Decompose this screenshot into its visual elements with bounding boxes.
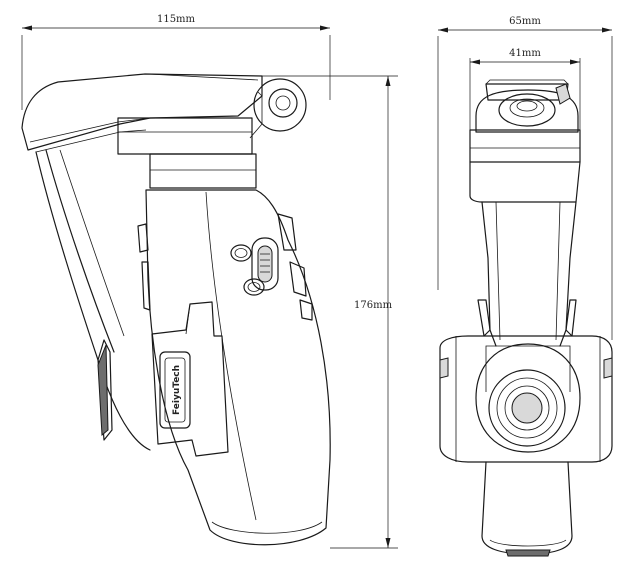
front-handle — [481, 461, 573, 555]
front-body — [439, 335, 613, 463]
side-handle — [145, 189, 331, 546]
side-dimension-width: 115mm — [21, 14, 331, 110]
front-bottom-motor — [488, 369, 566, 447]
side-top-arm — [21, 73, 263, 151]
front-arm — [481, 201, 577, 347]
front-view — [439, 79, 613, 557]
side-button-top — [230, 244, 252, 262]
dim-front-inner-width-label: 41mm — [509, 48, 541, 59]
front-top-lens — [498, 93, 556, 127]
side-button-bottom — [243, 278, 265, 296]
side-curved-arm — [35, 151, 151, 451]
front-dimension-inner-width: 41mm — [469, 48, 581, 130]
side-dimension-height: 176mm — [262, 75, 398, 549]
dim-front-width-label: 65mm — [509, 16, 541, 27]
side-roll-motor — [253, 78, 307, 132]
dim-height-label: 176mm — [354, 300, 393, 311]
side-pan-motor — [117, 117, 253, 155]
side-view: FeiyuTech — [21, 73, 331, 546]
front-dimension-width: 65mm — [437, 16, 613, 340]
logo-text: FeiyuTech — [172, 365, 182, 415]
side-joystick — [251, 237, 279, 291]
dim-side-width-label: 115mm — [157, 14, 196, 25]
